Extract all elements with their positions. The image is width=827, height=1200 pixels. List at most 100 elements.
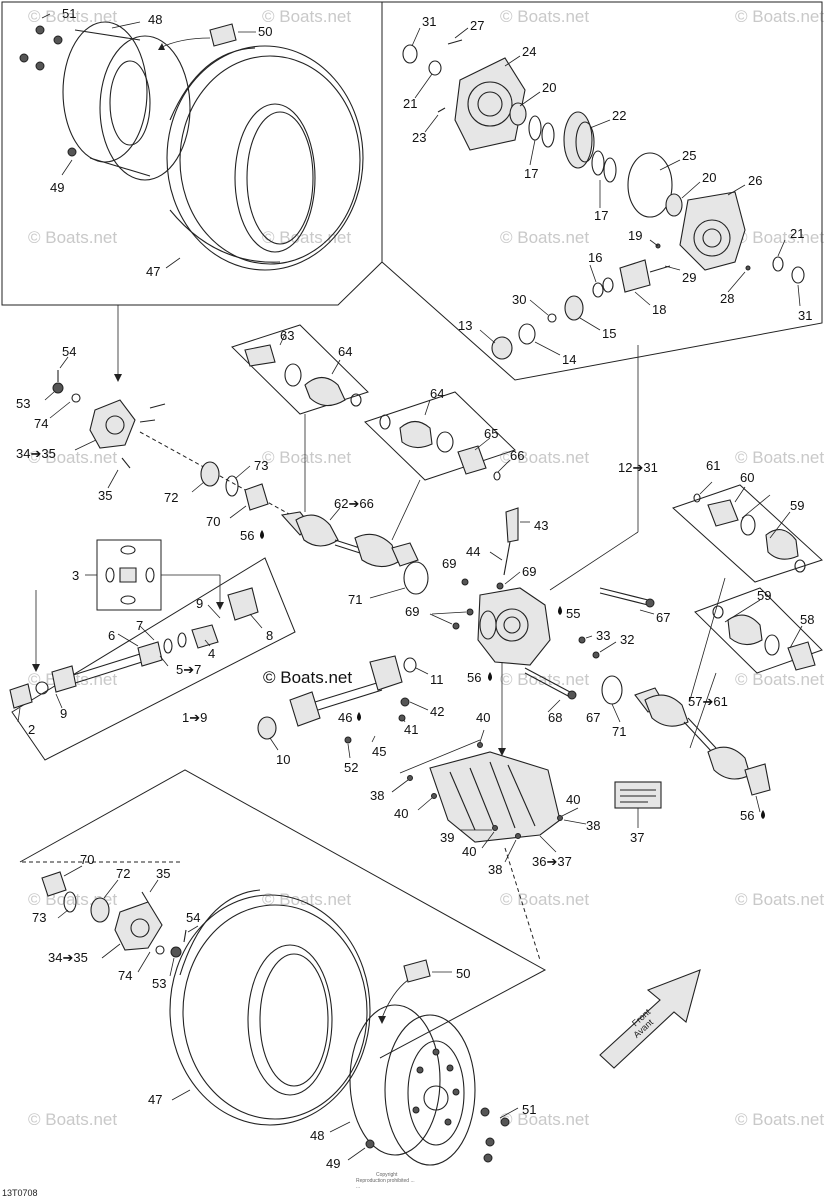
callout: 23 [412,130,426,145]
callout: 65 [484,426,498,441]
bearing [509,102,527,126]
callout: 7 [136,618,143,633]
callout: 54 [62,344,76,359]
callout: 30 [512,292,526,307]
callout: 5➔7 [176,662,201,677]
callout: 24 [522,44,536,59]
oil-drop-icon [488,672,492,681]
callout: 44 [466,544,480,559]
callout: 27 [470,18,484,33]
callout: 51 [522,1102,536,1117]
callout: 4 [208,646,215,661]
callout: 41 [404,722,418,737]
differential-group [381,1,823,381]
front-arrow-icon [599,969,701,1069]
callout: 70 [80,852,94,867]
callout: 48 [310,1128,324,1143]
callout: 59 [757,588,771,603]
circlip [493,471,501,481]
oil-drop-icon [357,712,361,721]
callout-labels: 51 48 50 49 47 31 27 24 21 20 23 22 17 2… [16,6,814,1171]
callout: 64 [430,386,444,401]
watermark: © Boats.net [735,890,824,909]
washer [71,393,81,403]
callout: 39 [440,830,454,845]
watermark: © Boats.net [500,1110,589,1129]
watermark: © Boats.net [500,7,589,26]
screw [557,815,563,821]
oil-drop-icon [260,530,264,539]
cv-boot [644,694,689,727]
tire [166,45,364,271]
callout: 9 [60,706,67,721]
boot-kit-frame [672,484,823,583]
circlip [225,475,239,497]
callout: 36➔37 [532,854,572,869]
screw [407,775,413,781]
upper-wheel-group [1,1,383,382]
watermark: © Boats.net [262,7,351,26]
callout: 22 [612,108,626,123]
washer [155,945,165,955]
rim-center [109,60,151,146]
screw [461,578,469,586]
lug-nut [19,53,29,63]
cv-joint [707,499,739,527]
washer [344,736,352,744]
rim [349,1004,441,1156]
callout: 21 [403,96,417,111]
watermarks: © Boats.net © Boats.net © Boats.net © Bo… [28,7,824,1129]
cv-boot [354,533,399,568]
ring-gear [563,111,593,169]
callout: 74 [118,968,132,983]
hub-nut [170,946,182,958]
callout: 64 [338,344,352,359]
callout: 35 [156,866,170,881]
cv-joint [244,344,276,367]
boot-kit-frame [231,324,369,415]
callout: 31 [422,14,436,29]
callout: 11 [430,672,444,687]
wheel-hub [89,399,136,449]
copyright-line: Copyright [376,1172,398,1178]
bearing [244,483,269,511]
callout: 12➔31 [618,460,658,475]
callout: 35 [98,488,112,503]
yoke [51,665,77,693]
watermark: © Boats.net [500,670,589,689]
shim [603,157,617,183]
cv-boot [707,746,751,780]
wheel-hub [114,901,163,951]
yoke [369,655,403,691]
callout: 46 [338,710,352,725]
callout: 38 [370,788,384,803]
oil-drop-icon [558,606,562,615]
screw [452,622,460,630]
boot-kit-frame [364,391,516,481]
bearing [772,256,784,272]
rear-differential [477,587,551,666]
callout: 50 [456,966,470,981]
callout: 66 [510,448,524,463]
lug-nut [485,1137,495,1147]
callout: 67 [656,610,670,625]
tire [169,894,371,1126]
callout: 34➔35 [16,446,56,461]
bearing [665,193,683,217]
callout: 50 [258,24,272,39]
boot [163,638,173,654]
screw [515,833,521,839]
differential-frame [381,1,823,381]
oil-drop-icon [761,810,765,819]
bearing [564,295,584,321]
upper-driveshaft-group [231,324,516,568]
callout: 20 [542,80,556,95]
callout: 56 [740,808,754,823]
cv-joint [391,542,419,567]
callout: 55 [566,606,580,621]
yoke [289,691,321,727]
callout: 38 [586,818,600,833]
callout: 74 [34,416,48,431]
boot-clamp [740,514,756,536]
decal [614,781,662,809]
